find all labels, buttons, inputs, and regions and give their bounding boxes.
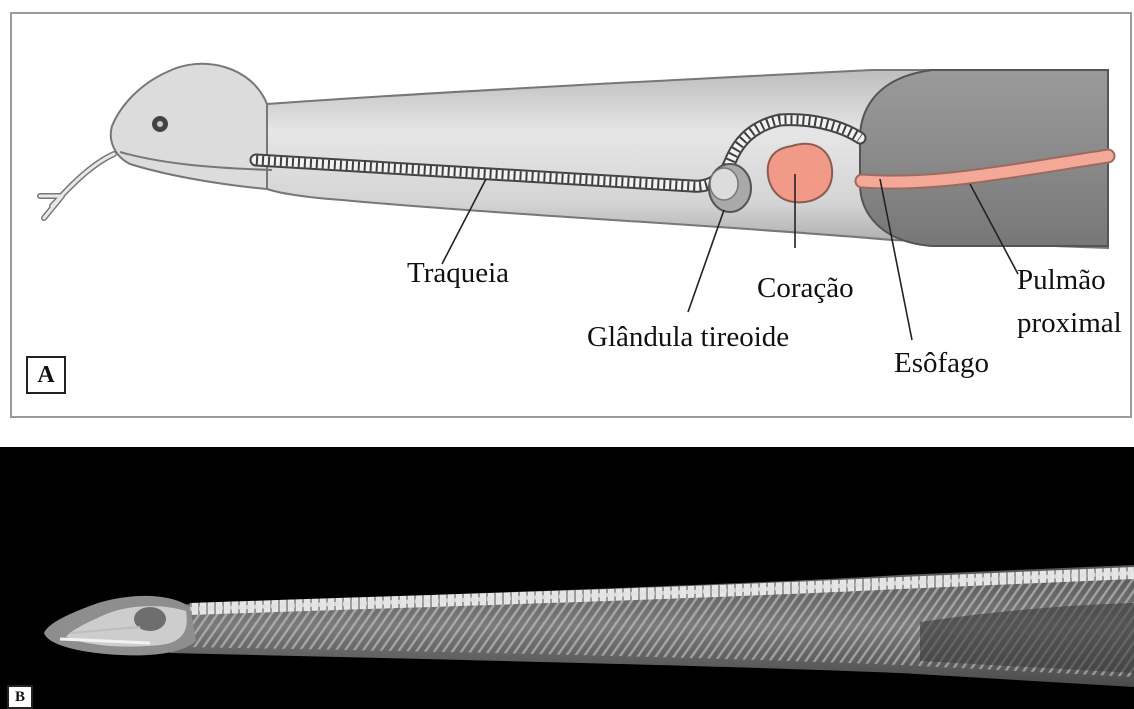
diagram-panel-a: Traqueia Glândula tireoide Coração Esôfa…: [10, 12, 1132, 418]
label-glandula-tireoide: Glândula tireoide: [587, 321, 789, 353]
label-traqueia: Traqueia: [407, 257, 509, 289]
label-coracao: Coração: [757, 272, 854, 304]
panel-a-tag: A: [26, 356, 66, 394]
panel-b-tag: B: [7, 685, 33, 709]
snake-anatomy-drawing: Traqueia Glândula tireoide Coração Esôfa…: [12, 14, 1130, 416]
label-esofago: Esôfago: [894, 347, 989, 379]
snake-xray: [0, 447, 1134, 709]
snake-head: [111, 64, 267, 189]
label-proximal: proximal: [1017, 307, 1122, 339]
heart: [768, 144, 832, 203]
xray-panel-b: B: [0, 447, 1134, 709]
label-pulmao: Pulmão: [1017, 264, 1106, 296]
